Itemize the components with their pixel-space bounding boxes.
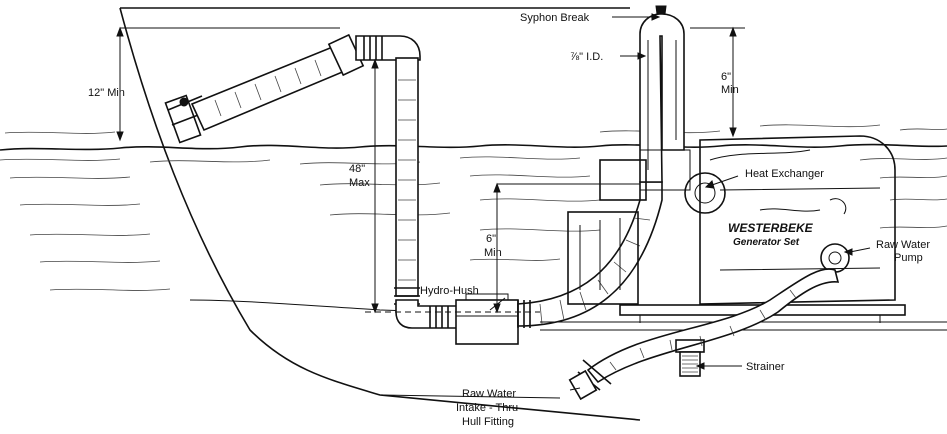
brand-label: WESTERBEKE xyxy=(728,221,814,235)
strainer-label: Strainer xyxy=(746,361,785,373)
id-size-label: ⅞" I.D. xyxy=(570,51,603,63)
six-min-mid-value: 6" xyxy=(486,233,496,245)
intake-label-1: Raw Water xyxy=(462,388,516,400)
six-min-top-value: 6" xyxy=(721,71,731,83)
exhaust-riser xyxy=(394,57,461,329)
raw-water-plumbing xyxy=(568,268,840,401)
syphon-break-loop xyxy=(639,5,685,183)
intake-label-2: Intake - Thru xyxy=(456,402,518,414)
dimension-lines xyxy=(116,26,745,314)
hydro-hush-muffler xyxy=(455,293,519,345)
heat-exchanger-label: Heat Exchanger xyxy=(745,168,824,180)
intake-thru-hull xyxy=(568,369,598,401)
leader-lines xyxy=(489,13,871,391)
syphon-valve-icon xyxy=(655,5,667,15)
generator-end xyxy=(567,211,639,305)
six-min-mid-unit: Min xyxy=(484,247,502,259)
heat-exchanger xyxy=(684,172,726,214)
six-min-top-unit: Min xyxy=(721,84,739,96)
forty-eight-unit: Max xyxy=(349,177,370,189)
exhaust-thru-hull xyxy=(164,94,207,144)
raw-water-pump xyxy=(820,243,850,273)
generator-set-label: Generator Set xyxy=(733,237,800,248)
hull xyxy=(119,7,641,421)
raw-water-pump-label-2: Pump xyxy=(894,252,923,264)
hydro-hush-label: Hydro-Hush xyxy=(420,285,479,297)
raw-water-pump-label-1: Raw Water xyxy=(876,239,930,251)
waterline xyxy=(0,124,947,291)
exhaust-hose-upper xyxy=(190,33,421,132)
exhaust-hose-lower xyxy=(517,181,663,328)
twelve-min-label: 12" Min xyxy=(88,87,125,99)
intake-label-3: Hull Fitting xyxy=(462,416,514,428)
generator-set xyxy=(567,135,896,305)
forty-eight-value: 48" xyxy=(349,163,365,175)
syphon-break-label: Syphon Break xyxy=(520,12,590,24)
